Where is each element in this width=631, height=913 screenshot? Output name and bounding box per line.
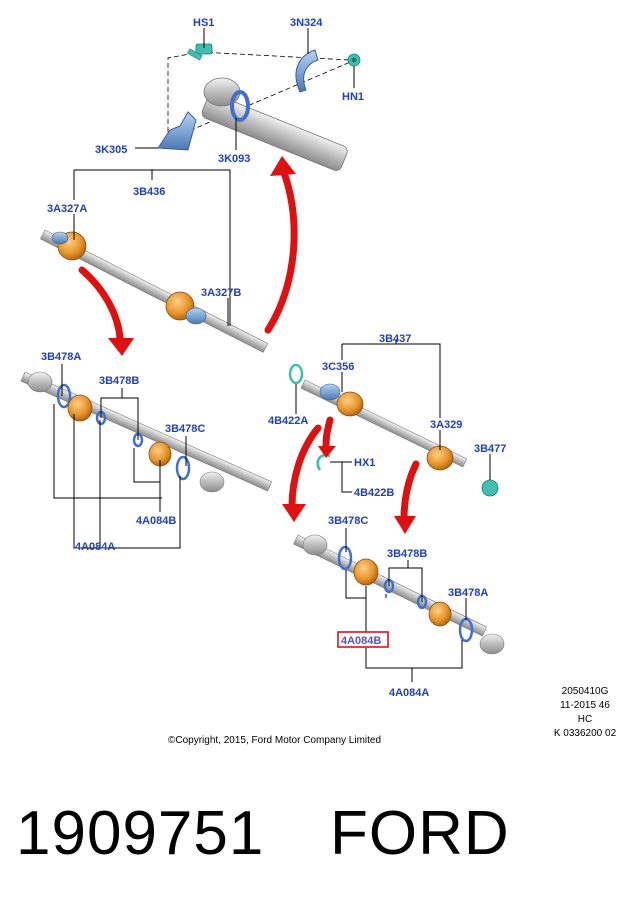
callout-3b478a-left: 3B478A [41,351,81,363]
callout-hs1: HS1 [193,17,214,29]
intermediate-shaft-shape [201,93,348,171]
arrow-head-2 [108,338,134,356]
doc-meta-line1: 2050410G [561,686,609,697]
arrow-head-1 [270,156,296,176]
clip-4b422a-shape [288,363,304,385]
callout-3b478c-right: 3B478C [328,515,368,527]
bolt-hs1-shape [187,43,213,61]
halfshaft-3b437-assembly [288,363,499,497]
part-number: 1909751 [16,799,265,868]
exploded-view-diagram: HS1 3N324 HN1 3K305 3K093 3B436 3A327A 3… [20,17,506,699]
callout-3b478b-left: 3B478B [99,375,139,387]
callout-4b422b: 4B422B [354,487,394,499]
callout-3b437: 3B437 [379,333,411,345]
explode-arrows [78,156,420,534]
copyright-notice: ©Copyright, 2015, Ford Motor Company Lim… [168,735,382,746]
callout-3n324: 3N324 [290,17,323,29]
arrow-shaft-to-intermediate [264,164,298,334]
arrow-3b436-to-exploded [78,266,124,342]
arrow-3b437-to-exploded-right [400,460,420,522]
callout-3a327b: 3A327B [201,287,241,299]
arrow-head-3 [318,446,336,458]
callout-hx1: HX1 [354,457,375,469]
bearing-3k093-shape [230,90,250,122]
left-exploded-shaft [20,371,273,493]
nut-hn1-shape [347,53,361,67]
callout-3k093: 3K093 [218,153,250,165]
callout-3c356: 3C356 [322,361,354,373]
doc-meta-line2: 11-2015 46 [560,700,610,711]
arrow-3b437-to-clip [322,416,334,452]
callout-4b422a: 4B422A [268,415,308,427]
halfshaft-3b436-assembly [40,229,269,353]
halfshaft-3b436-bar [40,229,269,353]
callout-3b478b-right: 3B478B [387,548,427,560]
callout-labels: HS1 3N324 HN1 3K305 3K093 3B436 3A327A 3… [41,17,506,699]
arrow-head-5 [394,516,416,534]
highlight-box [337,631,389,648]
callout-3k305: 3K305 [95,144,127,156]
callout-hn1: HN1 [342,91,364,103]
callout-4a084b-left: 4A084B [136,515,176,527]
callout-4a084b-right: 4A084B [341,635,381,647]
callout-3a327a: 3A327A [47,203,87,215]
arrow-3b437-to-exploded-left [288,424,322,510]
clip-hx1-shape [316,453,331,471]
callout-3b478c-left: 3B478C [165,423,205,435]
callout-4a084a-left: 4A084A [75,541,115,553]
intermediate-shaft-assembly [157,43,361,171]
brand-name: FORD [330,799,510,868]
callout-3a329: 3A329 [430,419,462,431]
arrow-head-4 [282,504,306,522]
callout-3b477: 3B477 [474,443,506,455]
callout-3b436: 3B436 [133,186,165,198]
callout-4a084a-right: 4A084A [389,687,429,699]
strap-3n324-shape [295,49,319,93]
leader-lines [53,28,491,682]
doc-meta-line3: HC [577,714,593,725]
doc-meta-line4: K 0336200 02 [553,728,617,739]
bracket-3k305-shape [157,111,197,151]
callout-3b478a-right: 3B478A [448,587,488,599]
right-exploded-shaft [293,534,505,655]
